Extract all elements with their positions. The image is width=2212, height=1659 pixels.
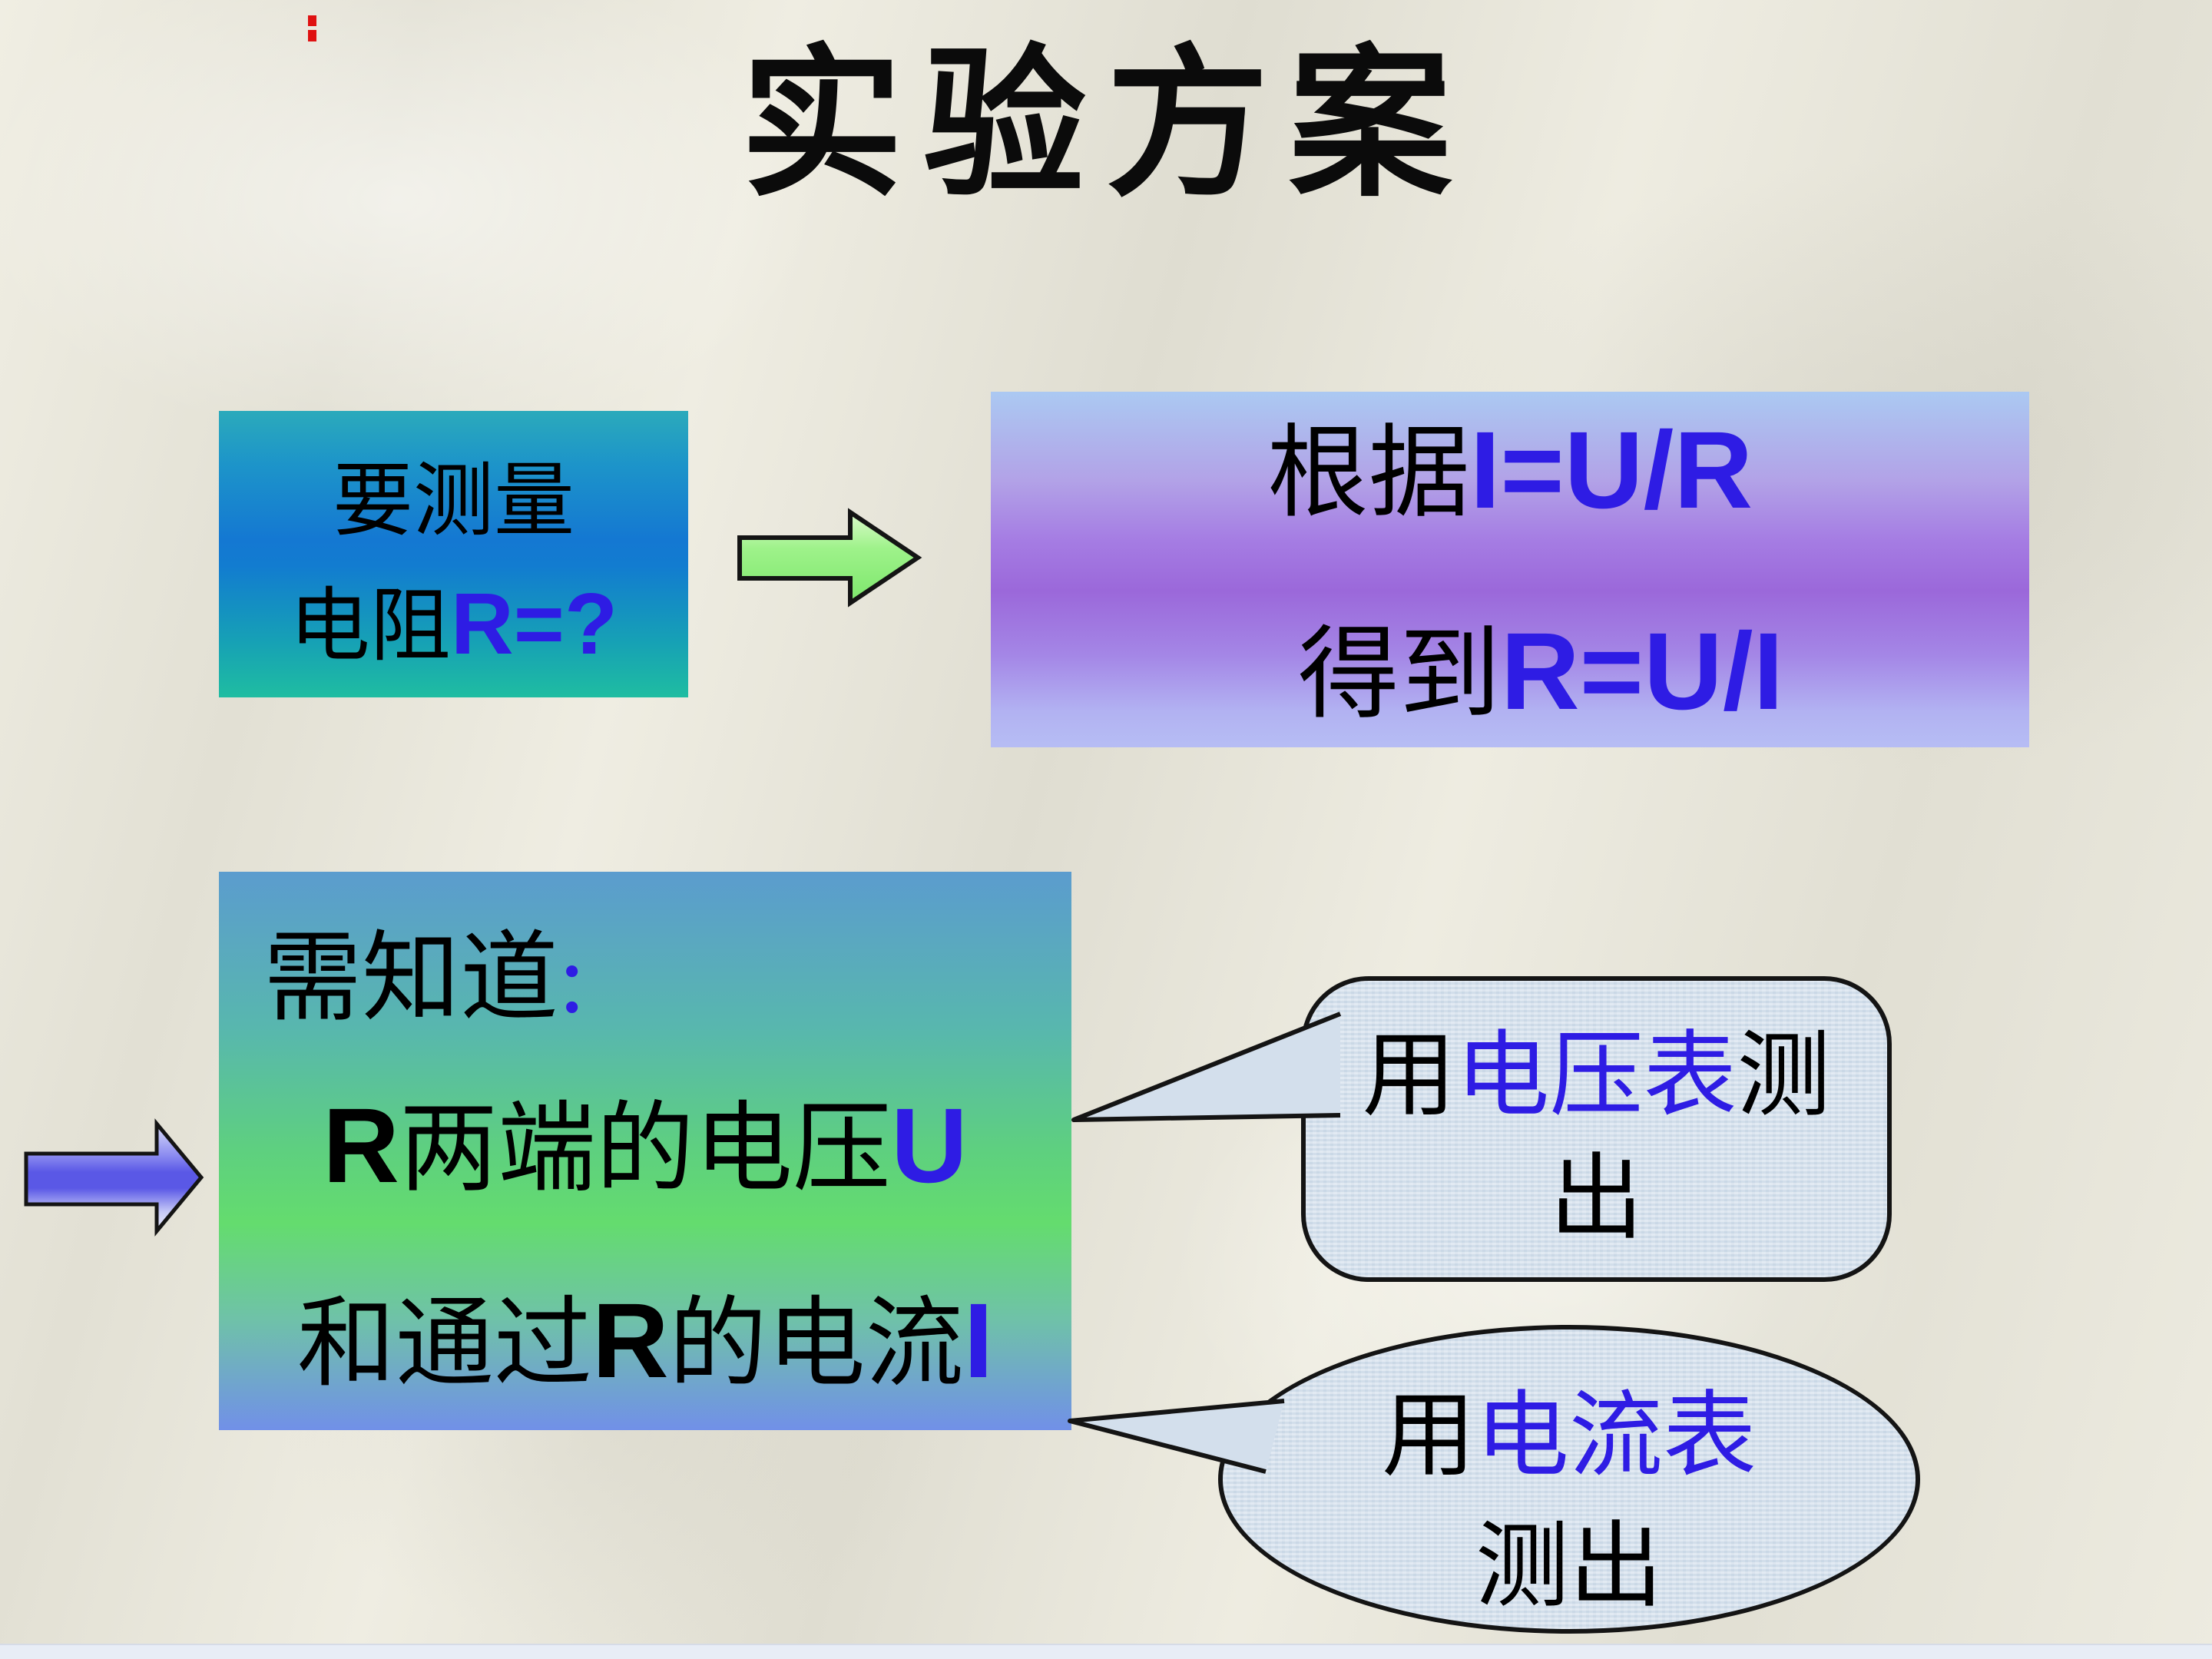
need-box-voltage-line: R两端的电压U	[219, 1088, 1071, 1204]
need-box-heading: 需知道:	[219, 921, 1071, 1036]
ammeter-bubble: 用电流表 测出	[1218, 1325, 1920, 1634]
green-right-arrow-icon	[737, 508, 922, 608]
voltmeter-label: 电压表	[1455, 1025, 1737, 1128]
measure-box-line2: 电阻R=?	[219, 576, 688, 672]
need-box: 需知道: R两端的电压U 和通过R的电流I	[219, 872, 1071, 1430]
formula-line1-label: 根据	[1267, 417, 1470, 530]
measure-box: 要测量 电阻R=?	[219, 411, 688, 697]
current-symbol: I	[963, 1282, 994, 1400]
voltmeter-bubble-line2: 出	[1549, 1147, 1644, 1251]
voltage-symbol: U	[891, 1087, 968, 1205]
resistor-symbol: R	[591, 1282, 669, 1400]
ammeter-line1-pre: 用	[1382, 1385, 1475, 1488]
voltage-line-text: 两端的电压	[399, 1094, 891, 1204]
voltmeter-bubble-tail	[1071, 1012, 1342, 1122]
ammeter-bubble-line1: 用电流表	[1223, 1383, 1916, 1491]
formula-line1: 根据I=U/R	[991, 415, 2029, 529]
resistance-formula: R=U/I	[1500, 611, 1784, 733]
ammeter-label: 电流表	[1475, 1385, 1757, 1488]
measure-box-line1: 要测量	[332, 456, 575, 546]
voltmeter-bubble-line1: 用电压表测	[1306, 1023, 1887, 1131]
blue-right-arrow-icon	[24, 1118, 204, 1237]
slide-title: 实验方案	[740, 28, 1472, 219]
voltmeter-bubble: 用电压表测 出	[1301, 976, 1892, 1282]
need-box-current-line: 和通过R的电流I	[219, 1283, 1071, 1399]
resistor-symbol: R	[323, 1087, 399, 1205]
voltmeter-line1-post: 测	[1737, 1025, 1831, 1128]
ammeter-bubble-line2: 测出	[1475, 1515, 1663, 1619]
formula-line2-label: 得到	[1297, 618, 1501, 731]
red-artifact-mark	[308, 15, 316, 26]
ohms-law-formula: I=U/R	[1469, 409, 1753, 531]
bottom-strip	[0, 1644, 2212, 1659]
ammeter-bubble-tail	[1068, 1399, 1285, 1474]
formula-line2: 得到R=U/I	[1022, 616, 2060, 730]
need-box-heading-colon: :	[558, 924, 586, 1033]
measure-box-resistance-unknown: R=?	[450, 575, 618, 673]
formula-box: 根据I=U/R 得到R=U/I	[991, 392, 2029, 747]
current-line-text1: 和通过	[296, 1290, 592, 1399]
measure-box-line2-label: 电阻	[289, 581, 451, 671]
red-artifact-mark	[308, 30, 316, 41]
current-line-text2: 的电流	[668, 1290, 964, 1399]
need-box-heading-text: 需知道	[263, 924, 559, 1033]
voltmeter-line1-pre: 用	[1362, 1025, 1456, 1128]
